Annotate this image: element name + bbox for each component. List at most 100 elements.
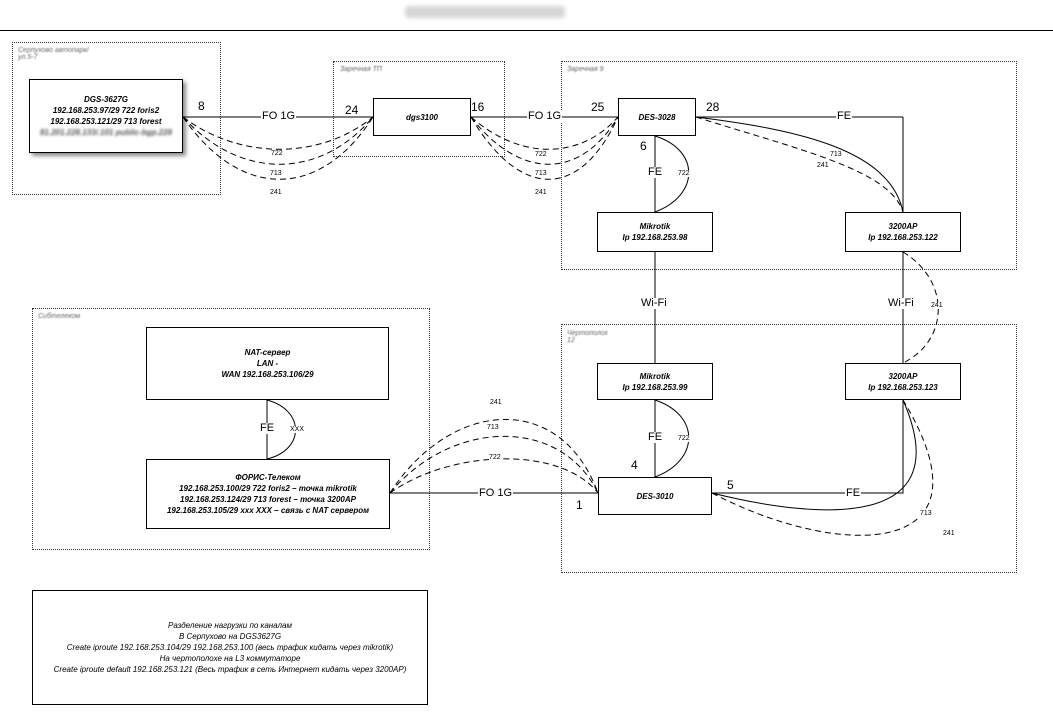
link-label-wifi-right: Wi-Fi: [887, 297, 915, 309]
vlan-241-ap: [902, 251, 939, 364]
note-line1: Разделение нагрузки по каналам: [168, 621, 292, 630]
port-1: 1: [576, 498, 583, 512]
region-label-top-left: Серпухово автопарк/ул.5-7: [18, 47, 89, 61]
device-nat-line3: WAN 192.168.253.106/29: [221, 370, 314, 379]
region-top-right: [561, 61, 1017, 270]
region-top-left: [12, 42, 221, 195]
load-balancing-note: Разделение нагрузки по каналам В Серпухо…: [32, 590, 428, 705]
vlan-label-713-d: 713: [487, 424, 499, 431]
port-5: 5: [727, 478, 734, 492]
link-des3010-ap: [712, 400, 904, 494]
vlan-241-e: [711, 399, 934, 536]
device-mikrotik-bottom-ip: Ip 192.168.253.99: [622, 382, 688, 392]
region-bottom-left: [32, 308, 430, 550]
vlan-241-b: [470, 116, 619, 180]
vlan-label-722-b: 722: [535, 151, 547, 158]
link-label-fe-top: FE: [836, 110, 853, 122]
device-foris-name: ФОРИС-Телеком: [235, 473, 301, 482]
device-mikrotik-top-ip: Ip 192.168.253.98: [622, 233, 688, 242]
port-4: 4: [631, 458, 638, 472]
vlan-label-722-a: 722: [271, 150, 283, 157]
region-top-mid: [333, 61, 505, 157]
device-dgs3627g-name: DGS-3627G: [83, 95, 129, 104]
region-label-top-right: Заречная 9: [567, 66, 604, 73]
vlan-722-d: [389, 458, 599, 494]
device-des3010-name: DES-3010: [636, 491, 674, 501]
region-label-bottom-left: Сибтелеком: [38, 313, 81, 320]
device-dgs3627g-line2: 192.168.253.121/29 713 forest: [50, 117, 162, 126]
device-des3028[interactable]: DES-3028: [618, 98, 696, 136]
note-line5: Create iproute default 192.168.253.121 (…: [53, 665, 407, 674]
device-ap-top[interactable]: 3200AP Ip 192.168.253.122: [845, 212, 961, 252]
device-nat-line1: NAT-сервер: [244, 348, 291, 357]
link-label-fo1g-b: FO 1G: [527, 110, 563, 122]
vlan-label-241-c: 241: [817, 162, 829, 169]
device-ap-bottom[interactable]: 3200AP Ip 192.168.253.123: [845, 363, 961, 400]
vlan-label-722-d: 722: [489, 454, 501, 461]
header-bar: [0, 0, 1053, 31]
device-dgs3627g[interactable]: DGS-3627G 192.168.253.97/29 722 foris2 1…: [29, 79, 183, 153]
device-dgs3100[interactable]: dgs3100: [373, 98, 471, 136]
device-des3010[interactable]: DES-3010: [598, 477, 712, 515]
device-foris[interactable]: ФОРИС-Телеком 192.168.253.100/29 722 for…: [146, 459, 390, 529]
device-ap-top-ip: Ip 192.168.253.122: [868, 233, 938, 242]
vlan-241-a: [182, 116, 374, 180]
vlan-label-722-mikrotik-top: 722: [678, 170, 690, 177]
device-dgs3100-name: dgs3100: [405, 112, 439, 122]
device-foris-line2: 192.168.253.124/29 713 forest – точка 32…: [180, 495, 356, 504]
note-line3: Create iproute 192.168.253.104/29 192.16…: [66, 643, 394, 652]
note-line2: В Серпухово на DGS3627G: [178, 632, 282, 641]
link-label-wifi-left: Wi-Fi: [640, 297, 668, 309]
device-mikrotik-top[interactable]: Mikrotik Ip 192.168.253.98: [597, 212, 713, 252]
vlan-722-b: [470, 116, 619, 150]
port-8: 8: [198, 99, 205, 113]
vlan-713-a: [182, 116, 374, 165]
link-label-fe-mikrotik-top: FE: [647, 166, 664, 178]
vlan-722-a: [182, 116, 374, 150]
vlan-label-722-mikrotik-bottom: 722: [678, 435, 690, 442]
region-label-top-mid: Заречная ТП: [340, 66, 382, 73]
device-ap-bottom-name: 3200AP: [888, 371, 918, 381]
device-mikrotik-bottom[interactable]: Mikrotik Ip 192.168.253.99: [597, 363, 713, 400]
vlan-label-713-c: 713: [830, 151, 842, 158]
vlan-label-713-b: 713: [535, 170, 547, 177]
device-dgs3627g-line1: 192.168.253.97/29 722 foris2: [52, 106, 160, 115]
vlan-label-713-a: 713: [270, 170, 282, 177]
link-label-fo1g-c: FO 1G: [478, 487, 514, 499]
vlan-label-241-ap: 241: [931, 302, 943, 309]
arc-713-des3028-ap: [695, 116, 904, 213]
vlan-713-d: [389, 435, 599, 494]
device-foris-line1: 192.168.253.100/29 722 foris2 – точка mi…: [179, 484, 357, 493]
device-foris-line3: 192.168.253.105/29 xxx XXX – связь с NAT…: [166, 506, 370, 515]
port-16: 16: [471, 100, 485, 114]
port-6: 6: [640, 139, 647, 153]
port-24: 24: [345, 103, 359, 117]
vlan-241-d: [389, 419, 599, 494]
vlan-label-xxx: XXX: [290, 426, 305, 433]
device-nat-line2: LAN -: [256, 359, 279, 368]
port-25: 25: [591, 100, 605, 114]
vlan-label-241-b: 241: [535, 189, 547, 196]
vlan-label-241-a: 241: [270, 189, 282, 196]
vlan-713-b: [470, 116, 619, 165]
device-mikrotik-top-name: Mikrotik: [639, 222, 671, 231]
note-line4: На чертополохе на L3 коммутаторе: [159, 654, 301, 663]
link-label-fe-mikrotik-bottom: FE: [647, 431, 664, 443]
blurred-title: [405, 6, 565, 18]
vlan-label-241-d: 241: [490, 399, 502, 406]
device-des3028-name: DES-3028: [638, 112, 676, 122]
link-label-fe-bottom: FE: [845, 487, 862, 499]
region-bottom-right: [561, 324, 1017, 573]
arc-713-des3010-ap: [711, 399, 917, 511]
port-28: 28: [706, 100, 720, 114]
vlan-label-241-e: 241: [943, 530, 955, 537]
device-ap-top-name: 3200AP: [888, 222, 918, 231]
device-dgs3627g-line3: 81.201.228.133/.101 public-bgp.228: [39, 128, 173, 137]
link-label-fo1g-a: FO 1G: [261, 110, 297, 122]
device-mikrotik-bottom-name: Mikrotik: [639, 371, 671, 381]
vlan-label-713-e: 713: [920, 510, 932, 517]
region-label-bottom-right: Чертополох 12: [567, 330, 608, 344]
link-label-fe-nat: FE: [259, 422, 276, 434]
device-nat-server[interactable]: NAT-сервер LAN - WAN 192.168.253.106/29: [146, 327, 389, 400]
